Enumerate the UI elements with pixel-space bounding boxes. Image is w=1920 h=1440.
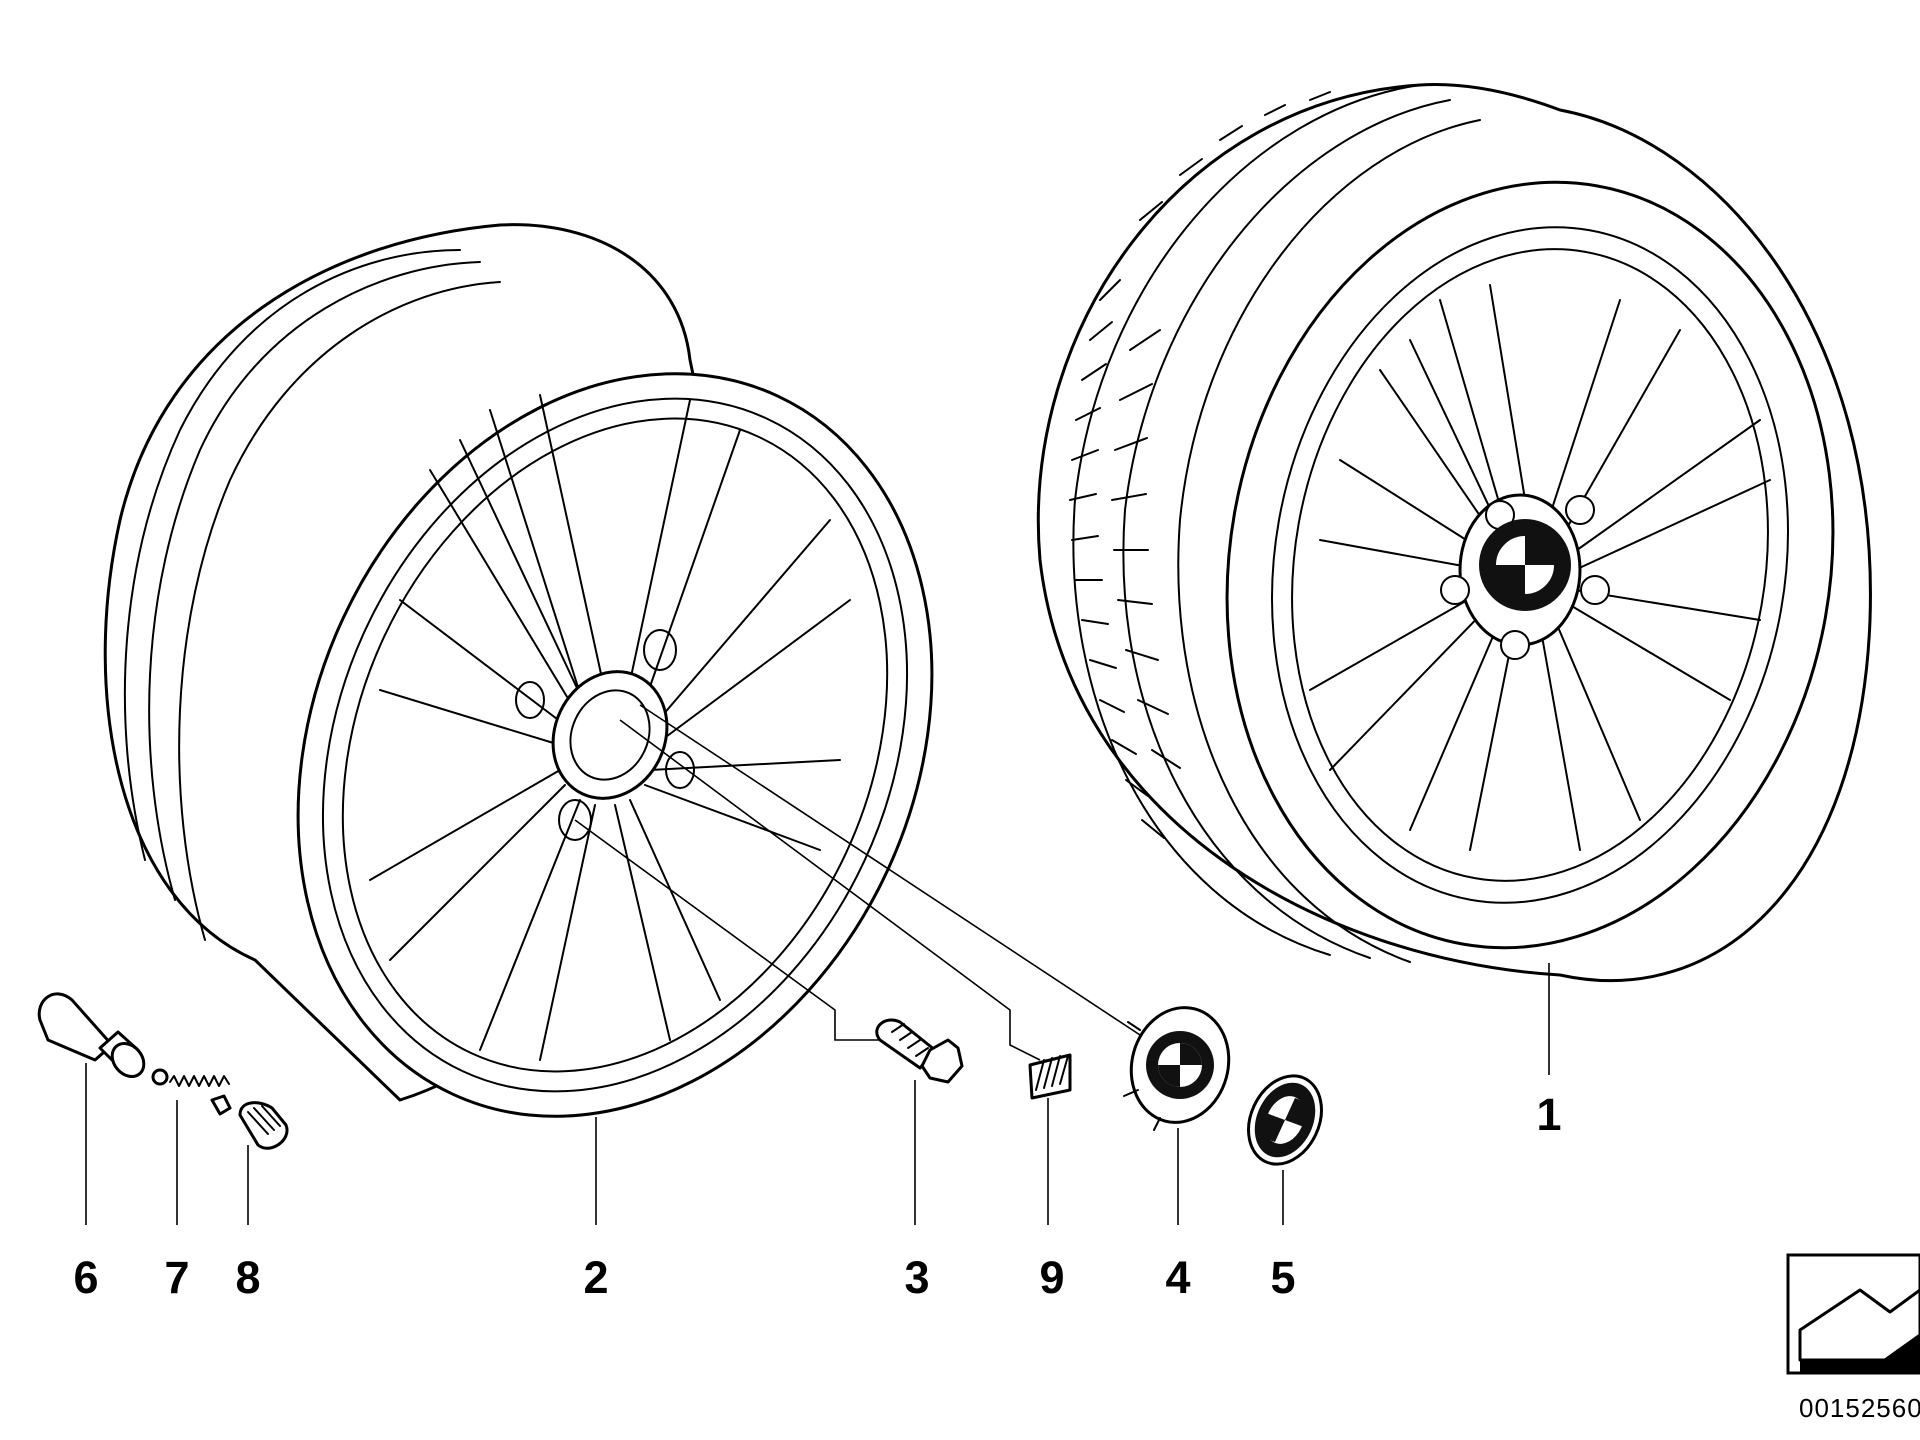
callout-9: 9 <box>1039 1252 1064 1303</box>
document-number: 00152560 <box>1799 1393 1920 1423</box>
callout-3: 3 <box>904 1252 929 1303</box>
wheel-bolt-illustration <box>875 1018 964 1084</box>
callout-4: 4 <box>1165 1252 1190 1303</box>
callout-7: 7 <box>164 1252 189 1303</box>
callout-labels: 1 2 3 4 5 6 7 8 9 <box>73 1089 1561 1303</box>
hub-cap-illustration <box>1123 1006 1231 1131</box>
callout-6: 6 <box>73 1252 98 1303</box>
catalog-corner-mark: 00152560 <box>1786 1253 1920 1423</box>
valve-insert-illustration <box>151 1068 232 1116</box>
valve-cap-illustration <box>238 1101 289 1150</box>
balance-weight-illustration <box>1028 1053 1072 1100</box>
emblem-illustration <box>1247 1074 1323 1166</box>
callout-1: 1 <box>1536 1089 1561 1140</box>
rim-illustration <box>103 223 934 1118</box>
callout-2: 2 <box>583 1252 608 1303</box>
leader-lines <box>85 704 1550 1225</box>
callout-8: 8 <box>235 1252 260 1303</box>
valve-illustration <box>37 992 146 1078</box>
callout-5: 5 <box>1270 1252 1295 1303</box>
complete-wheel-illustration <box>1036 83 1872 983</box>
